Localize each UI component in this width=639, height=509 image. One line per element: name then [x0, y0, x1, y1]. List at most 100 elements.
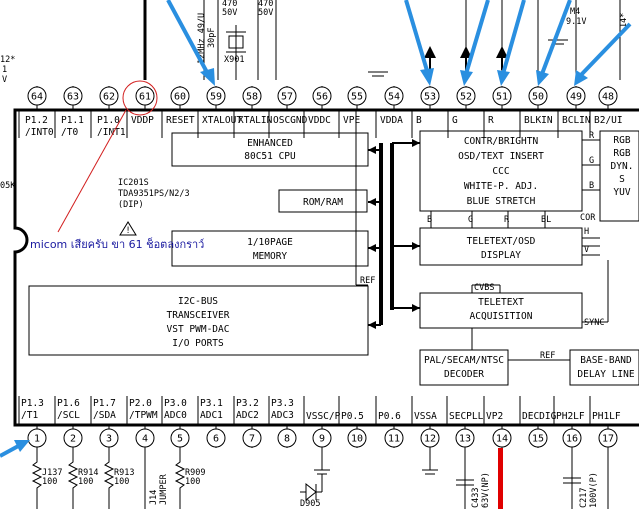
warning-icon [119, 221, 137, 236]
bottom-pin-number: 14 [496, 434, 508, 445]
top-pin-label: /T0 [61, 127, 78, 138]
bottom-pin-number: 11 [388, 434, 400, 445]
top-pin-label: B2/UI [594, 115, 623, 126]
right-partial-label: RGB [613, 148, 630, 159]
top-pin-label: P1.1 [61, 115, 84, 126]
label-4s: 14* [619, 13, 629, 28]
b-side-label: B [589, 181, 594, 191]
bottom-pin-number: 8 [284, 434, 290, 445]
top-pin-label: VPE [343, 115, 360, 126]
c217-label: C217 [579, 488, 589, 508]
cap-30p-label: 30pF [207, 28, 217, 48]
bottom-pin-number: 12 [424, 434, 436, 445]
bottom-pin-number: 3 [106, 434, 112, 445]
top-pin-label: XTALOUT [202, 115, 242, 126]
acquisition-block [419, 292, 583, 329]
bottom-components: J137 100 R914 100 R913 100 R909 100 J14 … [42, 468, 599, 509]
acquisition-label: TELETEXT [478, 297, 524, 308]
r914-value: 100 [78, 477, 93, 487]
right-partial-label: S [619, 174, 625, 185]
bottom-pin-label: /SCL [57, 410, 80, 421]
g-side-label: G [589, 156, 594, 166]
bl-sub-label: BL [541, 215, 551, 225]
c470b-label: 470 [258, 0, 273, 9]
contra-block [419, 130, 583, 212]
annotation-note: micom เสียครับ ขา 61 ช็อตลงกราว์ [30, 237, 204, 251]
ic-part-label: (DIP) [118, 200, 144, 210]
top-pin-label: P1.2 [25, 115, 48, 126]
bottom-pin-label: SECPLL [449, 411, 484, 422]
d905-label: D905 [300, 499, 320, 509]
bottom-pin-label: ADC0 [164, 410, 187, 421]
xtal-freq-label: 12MHz 49/U [197, 13, 207, 64]
top-pin-label: /INT0 [25, 127, 54, 138]
teletext-osd-label: DISPLAY [481, 250, 521, 261]
signal-labels: REF REF CVBS SYNC COR B G R BL H V R G B [360, 131, 604, 361]
bottom-pin-number: 10 [351, 434, 363, 445]
bottom-pin: 4P2.0/TPWM [126, 396, 158, 448]
bottom-pin-label: /TPWM [129, 410, 158, 421]
bottom-pin-label: P3.3 [271, 398, 294, 409]
right-partial-block [599, 130, 639, 222]
r909-value: 100 [185, 477, 200, 487]
bottom-pin-number: 6 [213, 434, 219, 445]
bottom-pin-number: 7 [249, 434, 255, 445]
bottom-pin-label: VSSC/P [306, 411, 341, 422]
memory-block-label: 1/10PAGE [247, 237, 293, 248]
top-pin-number: 64 [31, 92, 43, 103]
bottom-pin-number: 15 [532, 434, 544, 445]
label-12: 12* [0, 55, 15, 65]
bottom-pin-label: ADC3 [271, 410, 294, 421]
v50b-label: 50V [258, 8, 273, 18]
bottom-pin-label: VP2 [486, 411, 503, 422]
crystal-label: X901 [224, 55, 244, 65]
bottom-pin-label: P3.1 [200, 398, 223, 409]
jumper-label: JUMPER [159, 473, 169, 505]
teletext-osd-label: TELETEXT/OSD [467, 236, 536, 247]
r137-value: 100 [42, 477, 57, 487]
top-pin-number: 61 [139, 92, 151, 103]
top-components: 12* 1 V 05K 470 50V 470 50V X901 12MHz 4… [0, 0, 629, 191]
bottom-pin-number: 1 [34, 434, 40, 445]
top-pin-label: VDDP [131, 115, 154, 126]
r909-label: R909 [185, 468, 205, 478]
top-pin-number: 51 [496, 92, 508, 103]
iic-block-label: VST PWM-DAC [167, 324, 230, 335]
ref-label: REF [360, 276, 375, 286]
bottom-pin-label: P0.6 [378, 411, 401, 422]
blue-arrows [0, 0, 632, 458]
top-pin-label: VDDC [308, 115, 331, 126]
sync-label: SYNC [584, 318, 604, 328]
bottom-pin-number: 17 [602, 434, 614, 445]
contra-block-label: OSD/TEXT INSERT [458, 151, 544, 162]
label-91v: 9.1V [566, 17, 586, 27]
top-pin-number: 63 [67, 92, 79, 103]
contra-block-label: CCC [492, 166, 509, 177]
bottom-pin: 14 VP2 [483, 396, 512, 448]
bottom-pin-label: P3.2 [236, 398, 259, 409]
red-highlight-bar [498, 448, 503, 509]
bottom-pin-label: VSSA [414, 411, 437, 422]
bottom-pin-number: 2 [70, 434, 76, 445]
v50a-label: 50V [222, 8, 237, 18]
g-sub-label: G [468, 215, 473, 225]
cvbs-label: CVBS [474, 283, 494, 293]
top-pin-number: 57 [281, 92, 293, 103]
bottom-pin-number: 13 [459, 434, 471, 445]
contra-block-label: WHITE-P. ADJ. [464, 181, 538, 192]
right-partial-label: DYN. [611, 161, 634, 172]
